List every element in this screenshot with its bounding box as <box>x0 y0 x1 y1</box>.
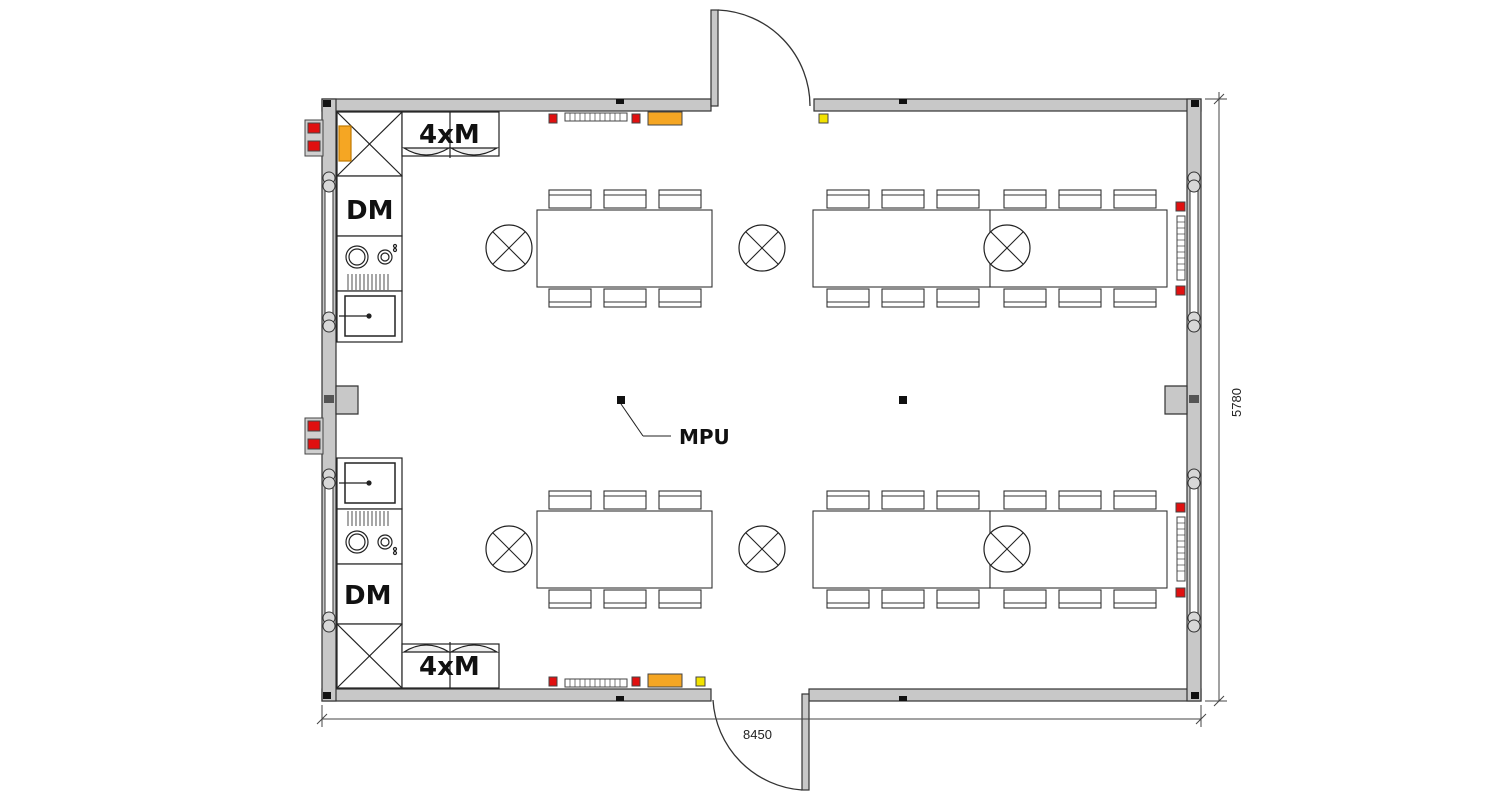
mpu-points <box>617 396 907 437</box>
dimension-height <box>1205 92 1227 707</box>
dining-table <box>812 209 991 288</box>
top-door <box>710 9 811 107</box>
stove-top <box>336 235 403 292</box>
heater-icon <box>564 678 628 688</box>
chair <box>603 288 647 308</box>
chair <box>826 490 870 510</box>
mpu-point-icon <box>899 396 907 404</box>
chair <box>881 589 925 609</box>
dining-table <box>536 510 713 589</box>
bottom-door <box>712 693 810 791</box>
top-wall-left <box>321 98 712 112</box>
red-socket-icon <box>548 676 558 687</box>
red-socket-icon <box>631 113 641 124</box>
chair <box>881 189 925 209</box>
height-dimension-label: 5780 <box>1229 388 1244 417</box>
chair <box>603 589 647 609</box>
red-socket-icon <box>548 113 558 124</box>
chair <box>881 490 925 510</box>
light-cross <box>990 231 1024 265</box>
chair <box>1058 189 1102 209</box>
wall-joints <box>322 171 1201 633</box>
kitchen-bottom <box>336 457 500 689</box>
yellow-switch-icon <box>695 676 706 687</box>
wall-studs <box>323 99 1199 701</box>
dishwasher-label-bottom: DM <box>344 581 391 611</box>
right-wall-devices <box>1175 201 1186 598</box>
width-dimension-label: 8450 <box>743 727 772 742</box>
chair <box>1113 189 1157 209</box>
dining-table <box>812 510 991 589</box>
chair <box>936 490 980 510</box>
chair <box>658 589 702 609</box>
chair <box>658 189 702 209</box>
wall-joints-dark <box>324 395 1199 403</box>
orange-panel-top <box>338 125 352 162</box>
left-column <box>335 385 359 415</box>
light-cross <box>990 532 1024 566</box>
chair <box>1058 490 1102 510</box>
chair <box>826 189 870 209</box>
fridge-label-top: 4xM <box>419 120 480 150</box>
mpu-point-icon <box>617 396 625 404</box>
chair <box>826 589 870 609</box>
light-cross <box>492 231 526 265</box>
chair <box>936 288 980 308</box>
chair <box>936 189 980 209</box>
tables-and-chairs <box>536 189 1168 609</box>
chair <box>548 288 592 308</box>
mpu-label: MPU <box>679 425 730 449</box>
kitchen-top <box>336 111 500 343</box>
fridge-label-bottom: 4xM <box>419 652 480 682</box>
red-socket-icon <box>631 676 641 687</box>
chair <box>603 490 647 510</box>
orange-panel-icon <box>647 673 683 688</box>
stove-bottom <box>336 508 403 565</box>
chair <box>1113 288 1157 308</box>
chair <box>548 589 592 609</box>
top-wall-right <box>813 98 1202 112</box>
chair <box>1003 288 1047 308</box>
light-fixtures <box>485 224 1031 573</box>
chair <box>548 189 592 209</box>
light-cross <box>745 532 779 566</box>
chair <box>1003 589 1047 609</box>
heater-icon <box>564 112 628 122</box>
light-cross <box>492 532 526 566</box>
dishwasher-label-top: DM <box>346 196 393 226</box>
chair <box>1058 589 1102 609</box>
chair <box>1003 189 1047 209</box>
walls <box>321 98 1202 702</box>
yellow-switch-icon <box>818 113 829 124</box>
chair <box>881 288 925 308</box>
bottom-wall-devices <box>548 673 706 688</box>
chair <box>1058 288 1102 308</box>
right-column <box>1164 385 1188 415</box>
dimension-width <box>316 705 1207 727</box>
chair <box>548 490 592 510</box>
chair <box>936 589 980 609</box>
chair <box>658 288 702 308</box>
chair <box>826 288 870 308</box>
chair <box>1113 589 1157 609</box>
dining-table <box>536 209 713 288</box>
chair <box>603 189 647 209</box>
chair <box>1003 490 1047 510</box>
external-units-left <box>304 119 324 455</box>
chair <box>658 490 702 510</box>
top-wall-devices <box>548 111 829 126</box>
bottom-wall-right <box>808 688 1202 702</box>
light-cross <box>745 231 779 265</box>
orange-panel-icon <box>647 111 683 126</box>
bottom-wall-left <box>321 688 712 702</box>
chair <box>1113 490 1157 510</box>
